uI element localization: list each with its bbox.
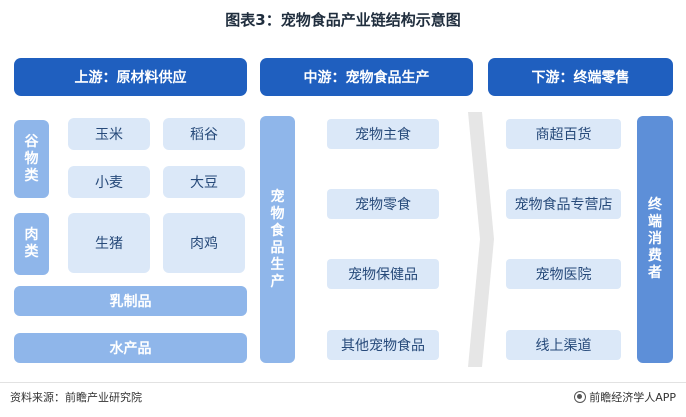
aquatic-bar: 水产品	[14, 333, 247, 363]
consumer-column: 终端消费者	[637, 116, 673, 363]
downstream-item-pet-hospital: 宠物医院	[506, 259, 621, 289]
meat-label-text: 肉类	[24, 227, 39, 260]
brand-text: 前瞻经济学人APP	[589, 391, 676, 404]
downstream-item-supermarket: 商超百货	[506, 119, 621, 149]
flow-arrow-icon	[468, 112, 494, 367]
footer-divider	[0, 382, 686, 383]
midstream-side-text: 宠物食品生产	[270, 188, 285, 290]
upstream-header: 上游：原材料供应	[14, 58, 247, 96]
meat-label: 肉类	[14, 213, 49, 275]
grain-item-corn: 玉米	[68, 118, 150, 150]
downstream-item-online: 线上渠道	[506, 330, 621, 360]
grain-item-wheat: 小麦	[68, 166, 150, 198]
meat-item-chicken: 肉鸡	[163, 213, 245, 273]
downstream-item-specialty-store: 宠物食品专营店	[506, 189, 621, 219]
midstream-item-other: 其他宠物食品	[327, 330, 439, 360]
grain-item-rice: 稻谷	[163, 118, 245, 150]
brand-logo-icon	[574, 391, 587, 403]
chart-title: 图表3：宠物食品产业链结构示意图	[225, 10, 461, 29]
consumer-column-text: 终端消费者	[648, 197, 662, 281]
midstream-item-supplement: 宠物保健品	[327, 259, 439, 289]
grain-label-text: 谷物类	[24, 133, 39, 184]
meat-item-pig: 生猪	[68, 213, 150, 273]
midstream-item-staple: 宠物主食	[327, 119, 439, 149]
grain-label: 谷物类	[14, 120, 49, 198]
downstream-header: 下游：终端零售	[488, 58, 673, 96]
grain-item-soybean: 大豆	[163, 166, 245, 198]
midstream-item-snack: 宠物零食	[327, 189, 439, 219]
dairy-bar: 乳制品	[14, 286, 247, 316]
source-text: 资料来源：前瞻产业研究院	[10, 391, 142, 404]
brand-footer: 前瞻经济学人APP	[574, 389, 676, 405]
midstream-header: 中游：宠物食品生产	[260, 58, 473, 96]
midstream-side-label: 宠物食品生产	[260, 116, 295, 363]
